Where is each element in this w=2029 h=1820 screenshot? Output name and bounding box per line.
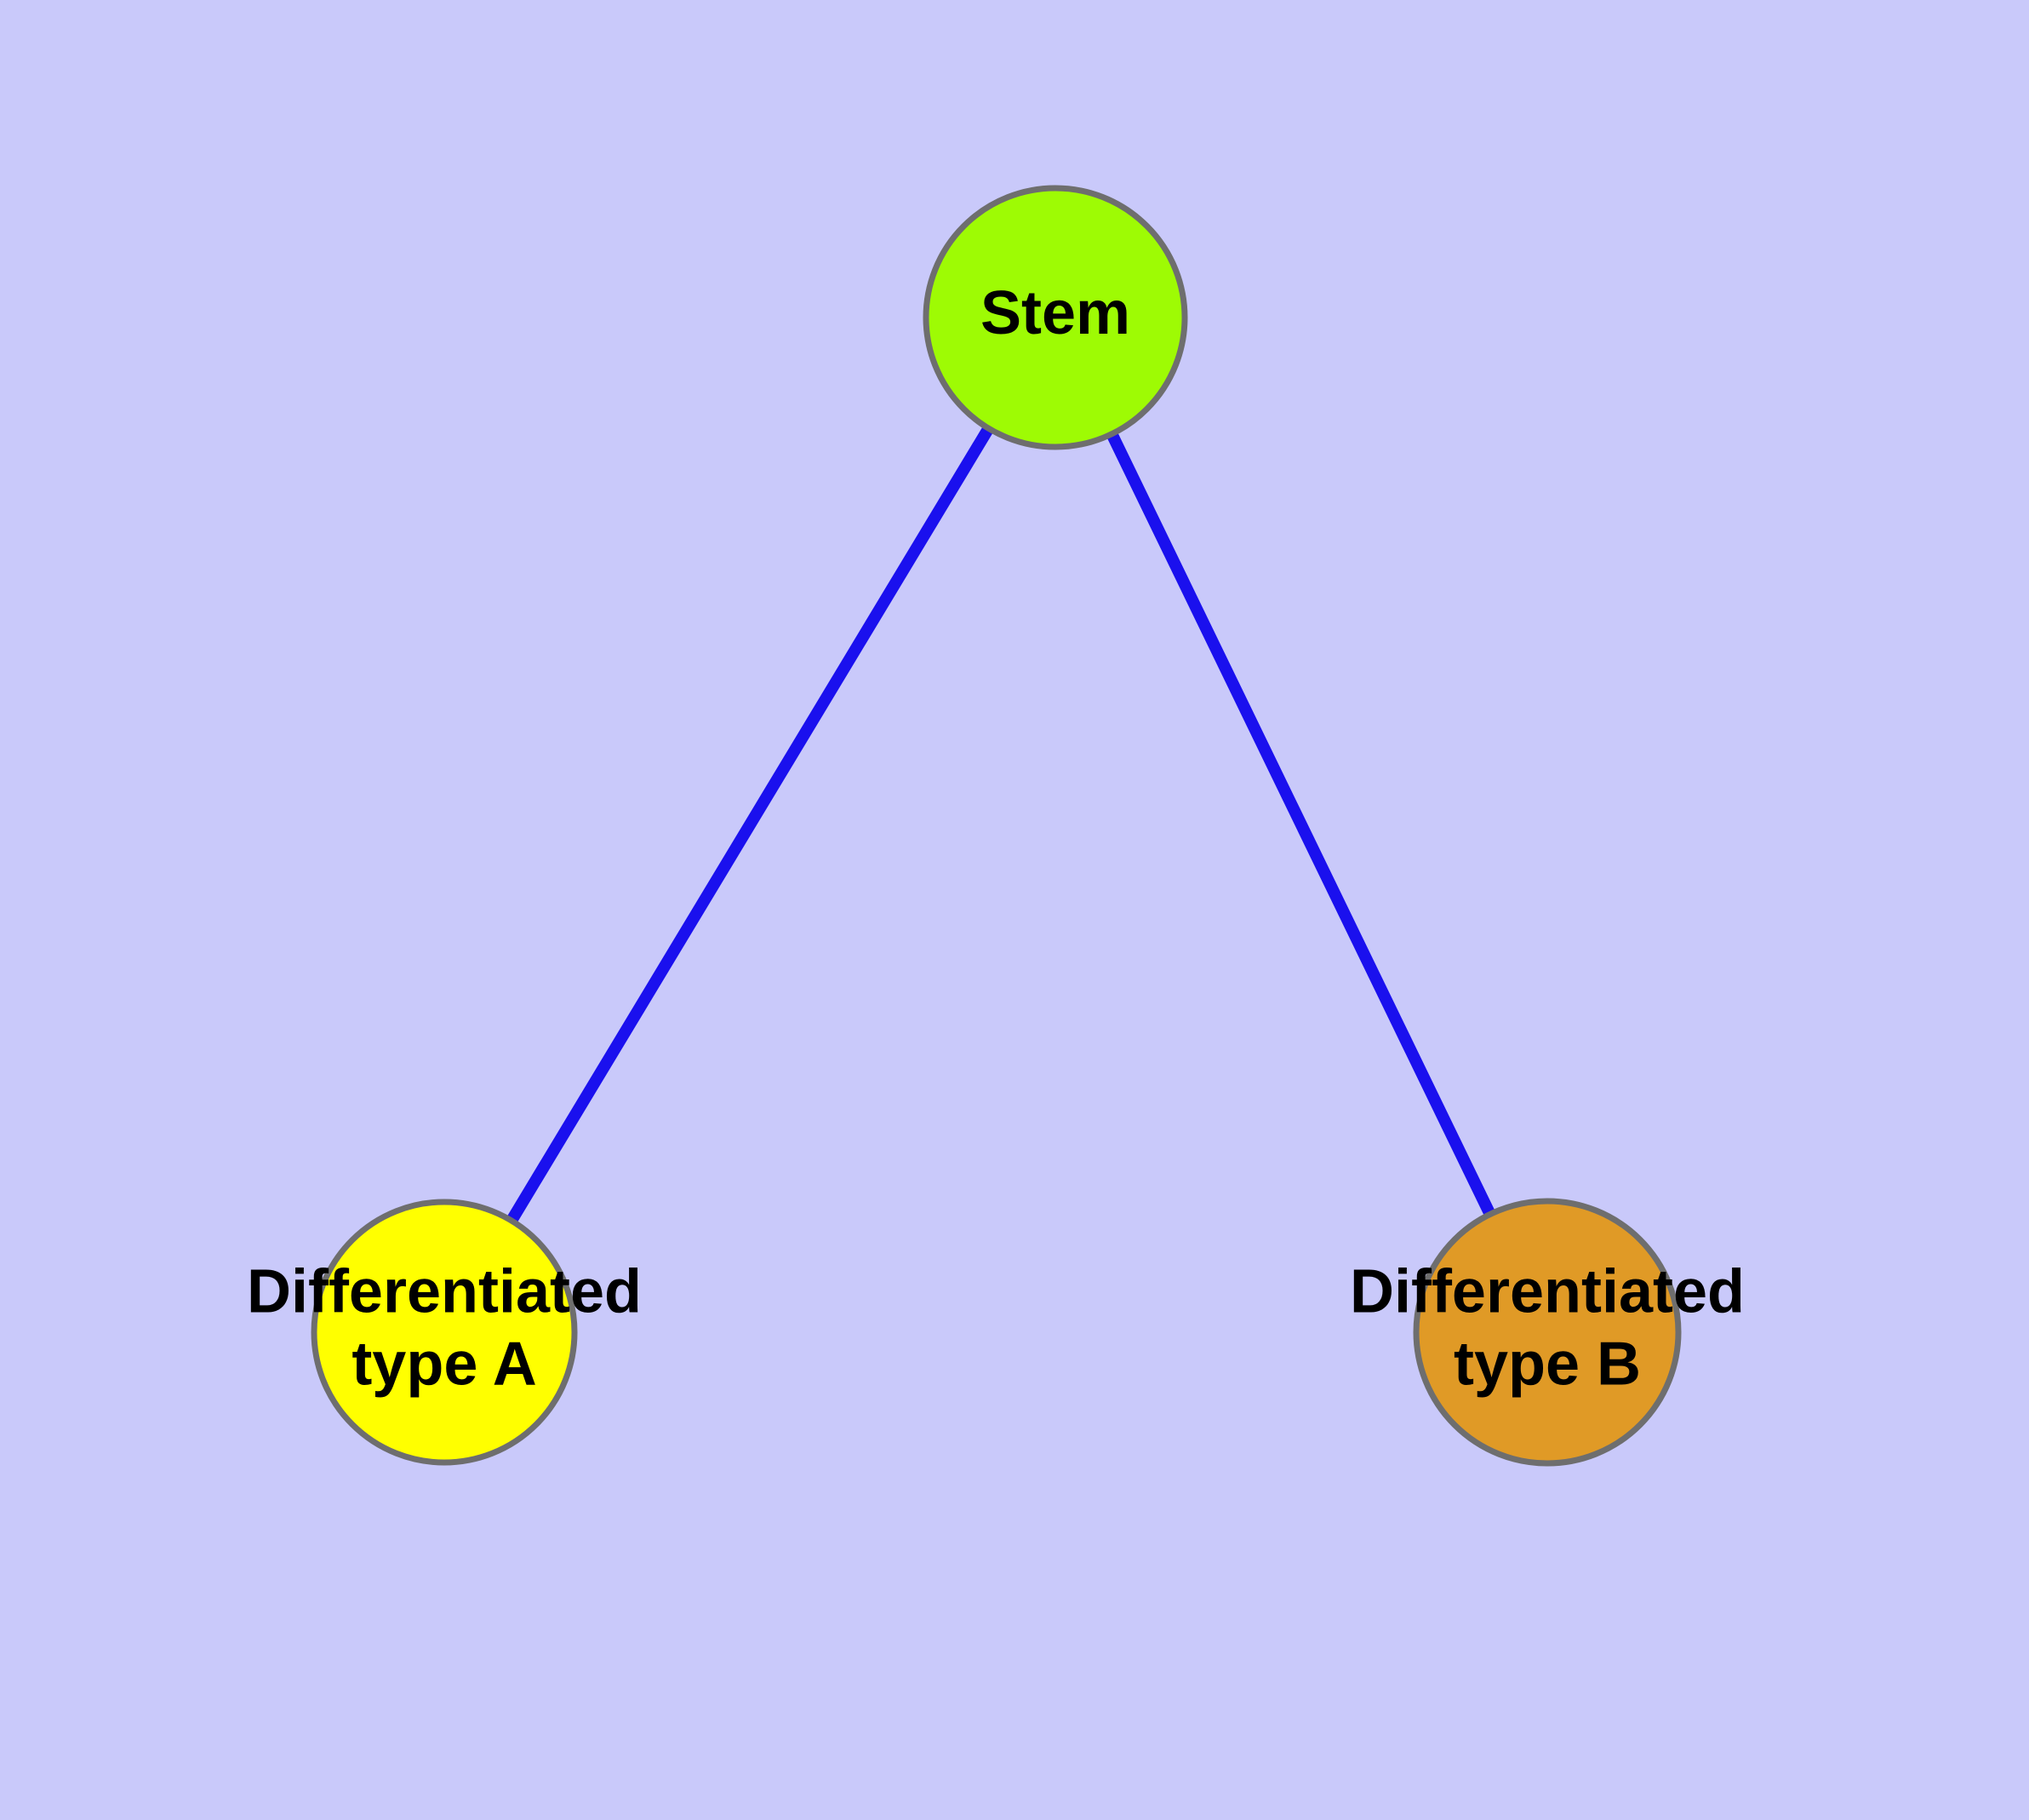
node-differentiated-type-a-label-line2: type A	[352, 1330, 536, 1398]
edge-stem-to-differentiated-type-a[interactable]	[439, 314, 1060, 1336]
node-differentiated-type-a-circle[interactable]	[311, 1199, 578, 1466]
labels-layer: Stem Differentiated type A Differentiate…	[247, 279, 1745, 1398]
nodes-layer	[311, 185, 1682, 1467]
node-stem-circle[interactable]	[923, 185, 1188, 450]
edge-stem-to-differentiated-type-b[interactable]	[1049, 314, 1553, 1336]
node-differentiated-type-b-label-line1: Differentiated	[1350, 1258, 1745, 1326]
edges-layer	[439, 314, 1553, 1336]
node-differentiated-type-b-label-line2: type B	[1454, 1330, 1641, 1398]
node-differentiated-type-a-label-line1: Differentiated	[247, 1258, 642, 1326]
node-stem-label-line1: Stem	[980, 279, 1130, 347]
node-differentiated-type-b-circle[interactable]	[1413, 1198, 1682, 1467]
